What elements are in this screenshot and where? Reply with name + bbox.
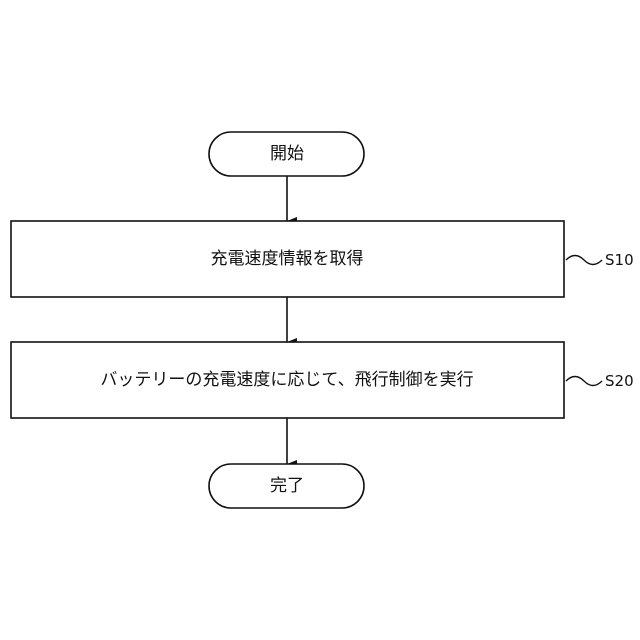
end-terminal: 完了 — [209, 464, 364, 508]
process-step-s20: バッテリーの充電速度に応じて、飛行制御を実行 — [11, 342, 564, 418]
process-step-s10: 充電速度情報を取得 — [11, 221, 564, 297]
step-leader-s20 — [566, 377, 602, 386]
end-terminal-label: 完了 — [270, 476, 304, 496]
process-label-s10: 充電速度情報を取得 — [211, 249, 364, 269]
start-terminal: 開始 — [209, 132, 364, 176]
step-number-s20: S20 — [605, 372, 634, 390]
step-number-s10: S10 — [605, 251, 634, 269]
start-terminal-label: 開始 — [270, 144, 304, 164]
process-label-s20: バッテリーの充電速度に応じて、飛行制御を実行 — [100, 370, 473, 390]
step-leader-s10 — [566, 256, 602, 265]
